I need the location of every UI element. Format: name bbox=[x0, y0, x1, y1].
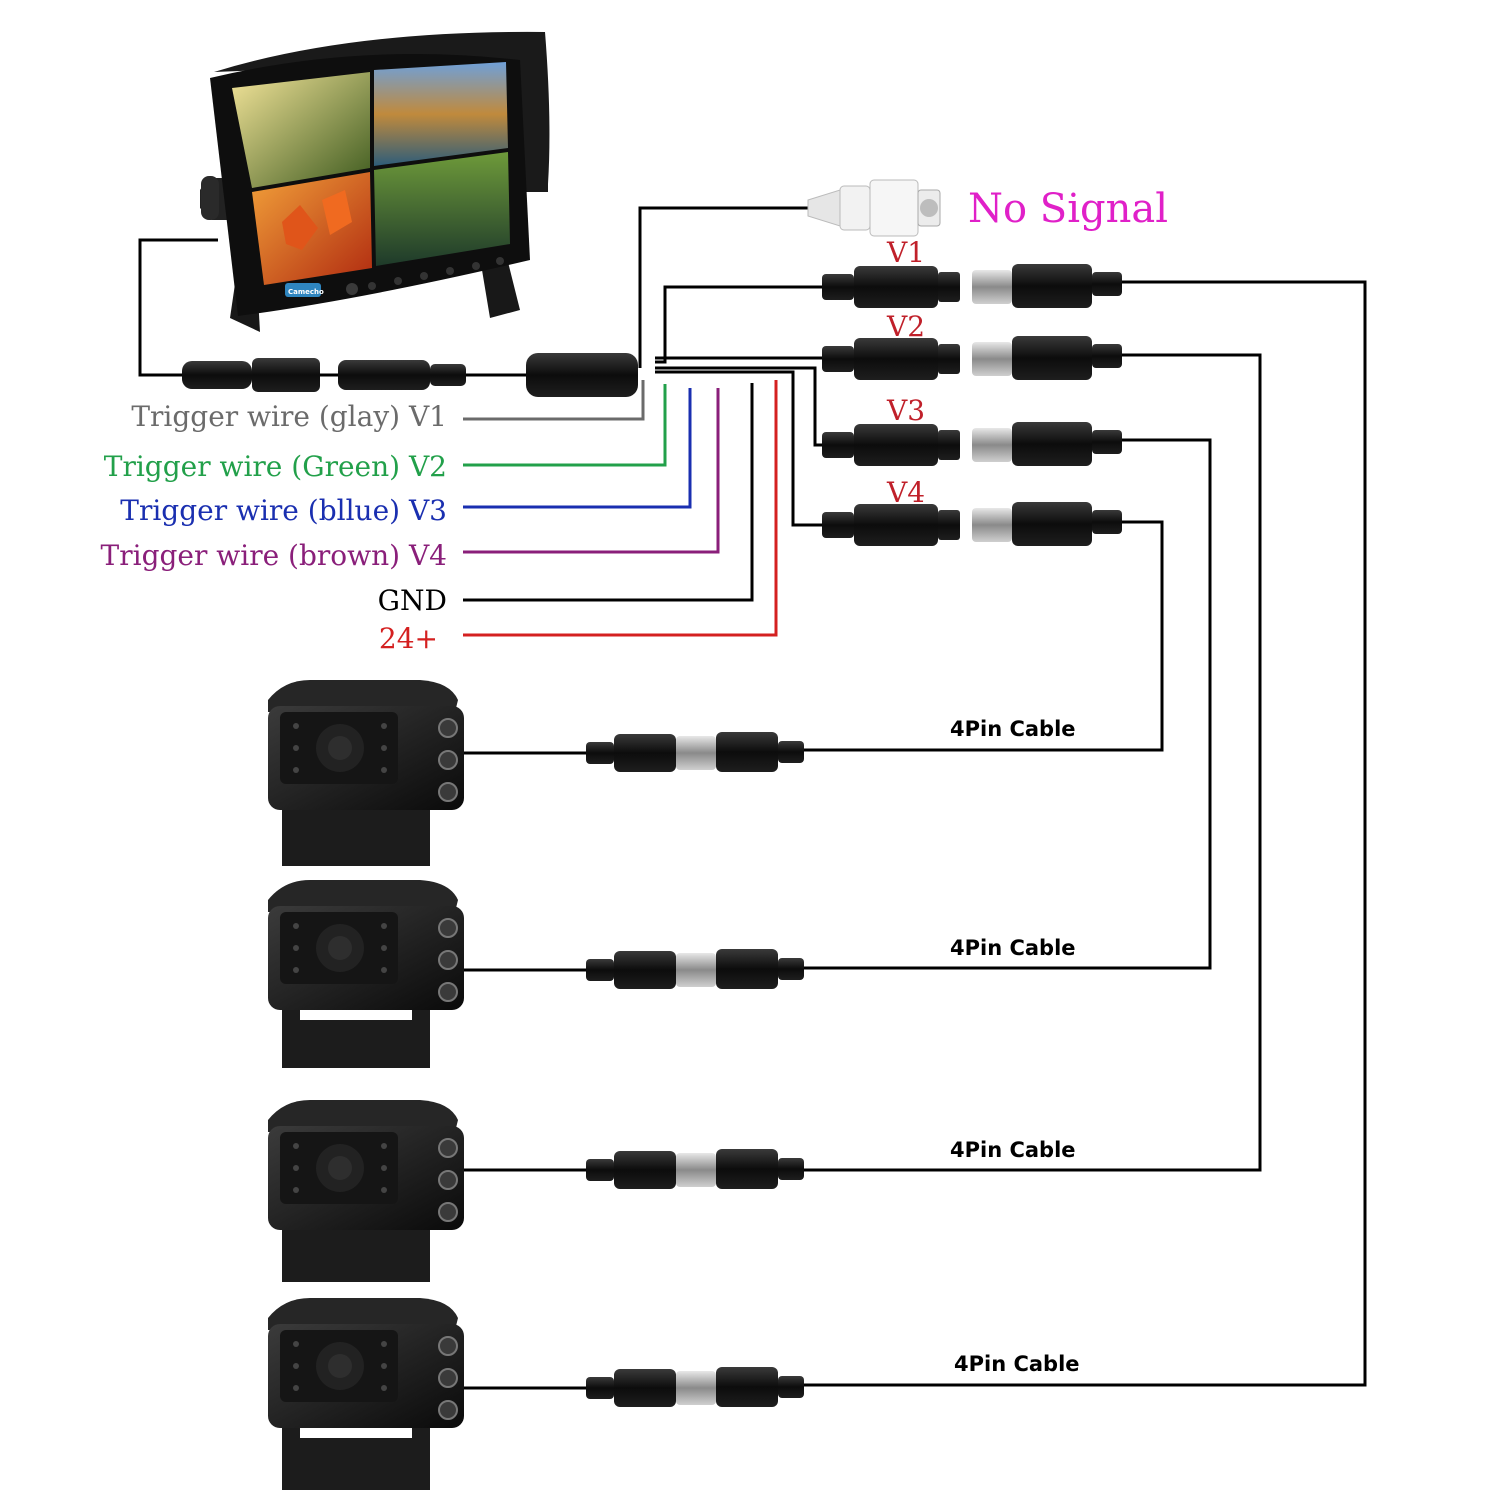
harness-connectors bbox=[182, 353, 638, 397]
camera-3 bbox=[268, 1100, 464, 1282]
cable-label-4: 4Pin Cable bbox=[954, 1352, 1080, 1376]
power-icon bbox=[346, 283, 358, 295]
channel-label-v1: V1 bbox=[886, 236, 925, 269]
cable-label-1: 4Pin Cable bbox=[950, 717, 1076, 741]
monitor-button bbox=[472, 262, 480, 270]
cable-label-3: 4Pin Cable bbox=[950, 1138, 1076, 1162]
harness-connector bbox=[182, 361, 252, 389]
harness-connector bbox=[430, 364, 466, 386]
wire-label-gnd: GND bbox=[378, 584, 447, 617]
monitor-button bbox=[496, 257, 504, 265]
channel-label-v3: V3 bbox=[886, 394, 925, 427]
trigger-wires bbox=[463, 380, 778, 637]
rca-connector bbox=[807, 179, 941, 237]
cable-connector-4 bbox=[586, 1367, 804, 1407]
no-signal-label: No Signal bbox=[968, 186, 1168, 232]
cable-connector-2 bbox=[586, 949, 804, 989]
monitor-brand-badge bbox=[285, 283, 321, 297]
camera-2 bbox=[268, 880, 464, 1068]
harness-connector bbox=[252, 358, 320, 392]
wire-label-trigger-v1: Trigger wire (glay) V1 bbox=[131, 400, 447, 433]
wire-label-trigger-v2: Trigger wire (Green) V2 bbox=[104, 450, 447, 483]
wire-label-trigger-v4: Trigger wire (brown) V4 bbox=[101, 539, 447, 572]
monitor-button bbox=[368, 282, 376, 290]
monitor-button bbox=[446, 267, 454, 275]
cable-connector-1 bbox=[586, 732, 804, 772]
channel-label-v4: V4 bbox=[886, 476, 925, 509]
channel-v4-connector bbox=[822, 502, 1122, 546]
channel-v3-connector bbox=[822, 422, 1122, 466]
cable-label-2: 4Pin Cable bbox=[950, 936, 1076, 960]
cameras bbox=[268, 680, 464, 1490]
main-harness-wires bbox=[138, 206, 1367, 1390]
wire-label-trigger-v3: Trigger wire (bllue) V3 bbox=[120, 494, 447, 527]
camera-cable-connectors bbox=[586, 732, 804, 1407]
harness-connector bbox=[338, 360, 430, 390]
channel-v2-connector bbox=[822, 336, 1122, 380]
camera-4 bbox=[268, 1298, 464, 1490]
wire-label-24v: 24+ bbox=[379, 622, 438, 655]
breakout-connector bbox=[526, 353, 638, 397]
channel-connectors bbox=[822, 264, 1122, 546]
monitor-buttons bbox=[285, 257, 504, 297]
wire-labels: Trigger wire (glay) V1 Trigger wire (Gre… bbox=[101, 400, 447, 655]
channel-labels: V1 V2 V3 V4 bbox=[886, 236, 925, 509]
monitor-button bbox=[420, 272, 428, 280]
monitor-screen bbox=[232, 62, 510, 285]
cable-labels: 4Pin Cable 4Pin Cable 4Pin Cable 4Pin Ca… bbox=[950, 717, 1080, 1376]
cable-connector-3 bbox=[586, 1149, 804, 1189]
camera-1 bbox=[268, 680, 464, 866]
monitor-button bbox=[394, 277, 402, 285]
channel-label-v2: V2 bbox=[886, 310, 925, 343]
monitor-brand-text: Camecho bbox=[288, 288, 324, 296]
monitor bbox=[200, 31, 550, 332]
channel-v1-connector bbox=[822, 264, 1122, 308]
